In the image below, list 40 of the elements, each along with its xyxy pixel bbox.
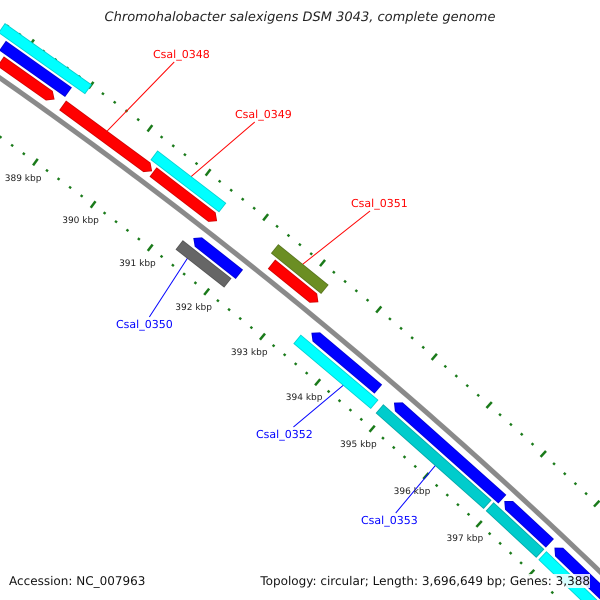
gene-feature (59, 100, 152, 172)
gene-label: Csal_0353 (361, 514, 418, 527)
scale-label: 394 kbp (286, 393, 322, 404)
gene-feature (270, 244, 329, 294)
scale-label: 397 kbp (446, 534, 484, 544)
gene-feature (0, 56, 55, 101)
leader-line (292, 384, 344, 428)
scale-label: 391 kbp (119, 259, 156, 270)
scale-label: 395 kbp (340, 440, 377, 450)
scale-label: 393 kbp (230, 348, 268, 358)
scale-label: 389 kbp (4, 174, 42, 184)
gene-feature (311, 332, 382, 394)
gene-feature (376, 404, 492, 509)
accession-text: Accession: NC_007963 (9, 574, 146, 588)
gene-feature (554, 548, 600, 600)
gene-label: Csal_0349 (235, 108, 292, 121)
genome-info-text: Topology: circular; Length: 3,696,649 bp; Genes: 3,388 (260, 574, 590, 588)
gene-feature (268, 260, 318, 303)
gene-label: Csal_0348 (153, 48, 210, 61)
leader-line (148, 258, 188, 318)
scale-label: 392 kbp (175, 303, 212, 314)
gene-feature (0, 40, 72, 98)
gene-feature (0, 23, 92, 94)
gene-feature (394, 402, 506, 504)
scale-label: 390 kbp (62, 216, 99, 226)
leader-line (395, 464, 436, 514)
gene-feature (150, 150, 226, 212)
gene-label: Csal_0351 (351, 197, 408, 210)
gene-label: Csal_0352 (256, 428, 313, 441)
gene-feature (150, 167, 218, 222)
leader-line (190, 122, 256, 177)
scale-label: 396 kbp (394, 486, 430, 497)
gene-feature (504, 500, 554, 548)
leader-line (106, 62, 175, 132)
gene-feature (486, 502, 544, 558)
gene-label: Csal_0350 (116, 318, 173, 331)
gene-feature (193, 237, 244, 279)
leader-line (302, 210, 371, 265)
gene-feature (176, 240, 232, 288)
title: Chromohalobacter salexigens DSM 3043, complete genome (104, 10, 496, 25)
